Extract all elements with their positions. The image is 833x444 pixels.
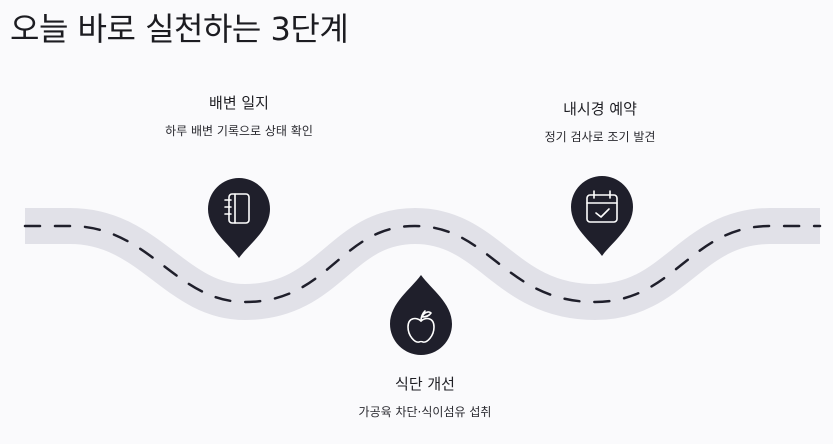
step-3: 식단 개선 가공육 차단·식이섬유 섭취 xyxy=(340,373,510,421)
step-1-title: 배변 일지 xyxy=(209,94,269,112)
step-2: 내시경 예약 정기 검사로 조기 발견 xyxy=(510,98,690,146)
step-marker-2 xyxy=(571,176,633,256)
step-3-description: 가공육 차단·식이섬유 섭취 xyxy=(358,405,492,419)
notebook-icon xyxy=(224,193,250,224)
road-center-line xyxy=(23,224,822,304)
apple-icon xyxy=(407,310,435,343)
calendar-check-icon xyxy=(586,190,618,223)
step-2-description: 정기 검사로 조기 발견 xyxy=(544,130,656,144)
page-title: 오늘 바로 실천하는 3단계 xyxy=(10,10,349,48)
step-2-title: 내시경 예약 xyxy=(563,100,637,118)
step-1: 배변 일지 하루 배변 기록으로 상태 확인 xyxy=(163,92,315,140)
step-3-title: 식단 개선 xyxy=(395,375,455,393)
step-1-description: 하루 배변 기록으로 상태 확인 xyxy=(165,124,313,138)
step-marker-1 xyxy=(208,178,270,258)
step-marker-3 xyxy=(390,275,452,355)
